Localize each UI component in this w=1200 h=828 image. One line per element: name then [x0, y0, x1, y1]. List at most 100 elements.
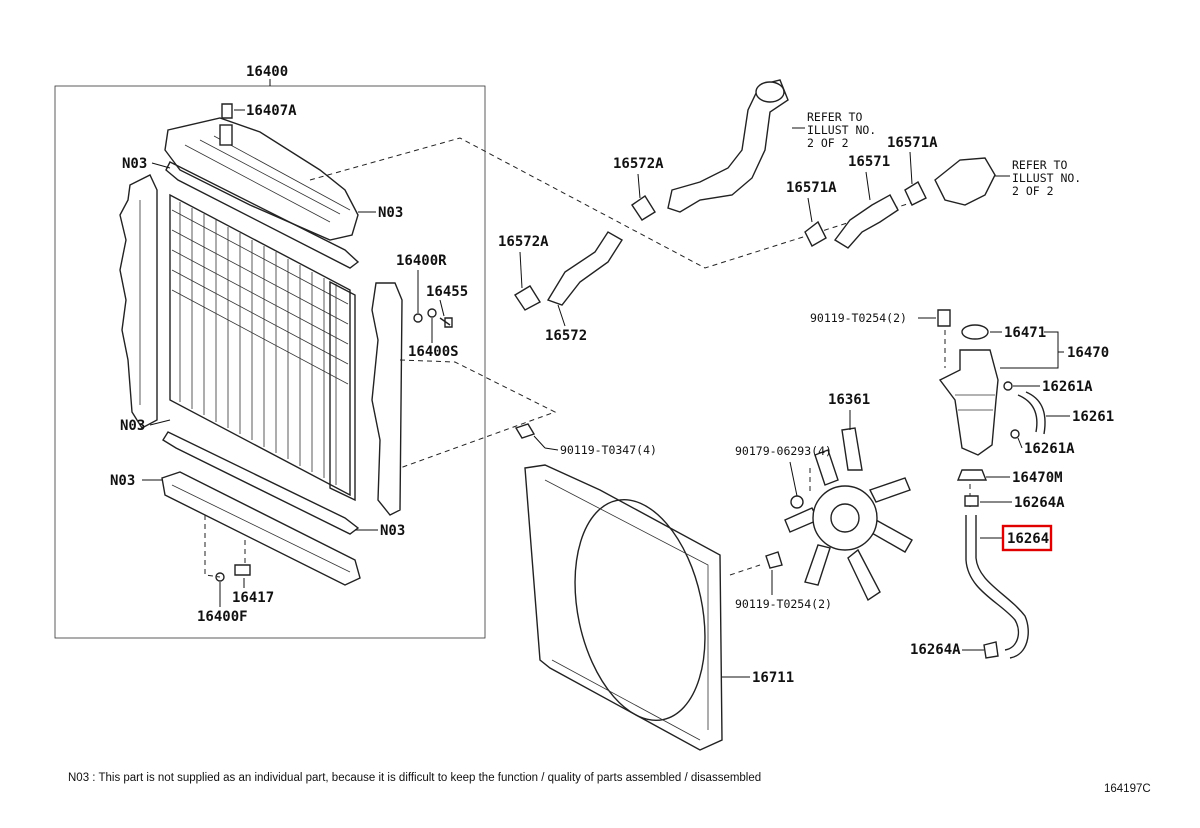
fan-shroud-group: 16711 90119-T0347(4) 90119-T0254(2) [514, 423, 832, 751]
clamp-16571a-upper [904, 181, 927, 206]
grommet-16470m [956, 469, 988, 481]
lower-seal [162, 431, 360, 535]
clamp-16264a-top [964, 495, 979, 507]
label-16572a-upper[interactable]: 16572A [613, 156, 664, 172]
water-outlet-pipe [667, 79, 789, 213]
refer1-line3[interactable]: 2 OF 2 [807, 136, 849, 150]
radiator-assembly-label[interactable]: 16400 [246, 64, 288, 80]
label-16470m[interactable]: 16470M [1012, 470, 1063, 486]
footnote: N03 : This part is not supplied as an in… [68, 772, 761, 784]
n03-label-d[interactable]: N03 [110, 473, 135, 489]
fan-shroud [524, 464, 723, 751]
bolt-16455 [439, 317, 453, 328]
label-16264[interactable]: 16264 [1007, 531, 1049, 547]
leader-16455 [439, 299, 445, 317]
label-16471[interactable]: 16471 [1004, 325, 1046, 341]
refer2-line3[interactable]: 2 OF 2 [1012, 184, 1054, 198]
core-side-plate [329, 280, 356, 502]
refer2-line1[interactable]: REFER TO [1012, 158, 1067, 172]
leader-16572 [557, 304, 566, 327]
label-16470[interactable]: 16470 [1067, 345, 1109, 361]
label-90119-t0254-lower[interactable]: 90119-T0254(2) [735, 597, 832, 611]
label-16261a-bottom[interactable]: 16261A [1024, 441, 1075, 457]
shroud-inner-edge [544, 479, 709, 741]
leader-t0347b [544, 447, 559, 451]
drain-dash [204, 515, 246, 578]
plug-16407a [221, 103, 233, 119]
refer1-line1[interactable]: REFER TO [807, 110, 862, 124]
highlight-box-16264 [1001, 524, 1053, 552]
leader-16571a-upper [909, 151, 913, 185]
bolt-90119-t0254-lower [765, 551, 783, 569]
label-16571[interactable]: 16571 [848, 154, 890, 170]
refer1-line2[interactable]: ILLUST NO. [807, 123, 876, 137]
label-16261[interactable]: 16261 [1072, 409, 1114, 425]
core-fins [171, 202, 349, 485]
shroud-opening [574, 498, 706, 722]
leader-06293 [789, 461, 798, 497]
filler-neck [219, 124, 233, 146]
clamp-16261a-top [1003, 381, 1013, 391]
leader-16572a-upper [637, 173, 641, 199]
fan-16361 [784, 427, 913, 602]
dash-lower-bolt [729, 564, 761, 576]
plug-label[interactable]: 16407A [246, 103, 297, 119]
radiator-core [169, 193, 351, 497]
upper-tank-ribs [184, 135, 351, 223]
outlet-flange [755, 81, 785, 103]
leader-16571 [865, 171, 871, 201]
label-16400f[interactable]: 16400F [197, 609, 248, 625]
label-16417[interactable]: 16417 [232, 590, 274, 606]
leader-16470 [1000, 331, 1064, 369]
label-16571a-lower[interactable]: 16571A [786, 180, 837, 196]
leader-t0347 [533, 435, 546, 449]
label-90179-06293[interactable]: 90179-06293(4) [735, 444, 832, 458]
n03-label-c[interactable]: N03 [120, 418, 145, 434]
leader-16572a-lower [519, 251, 523, 289]
nut-90179-06293 [790, 495, 804, 509]
label-16455[interactable]: 16455 [426, 284, 468, 300]
label-90119-t0347[interactable]: 90119-T0347(4) [560, 443, 657, 457]
label-16572[interactable]: 16572 [545, 328, 587, 344]
label-16400r[interactable]: 16400R [396, 253, 447, 269]
reserve-tank-group: 90119-T0254(2) 16471 16470 16261A 16261 … [810, 309, 1114, 659]
reserve-tank-16470 [938, 349, 999, 456]
n03-label-e[interactable]: N03 [380, 523, 405, 539]
dash-shroud-bolt [399, 359, 557, 469]
n03-leader-a [151, 162, 171, 169]
left-side-support [119, 174, 158, 429]
label-16711[interactable]: 16711 [752, 670, 794, 686]
upper-hoses-group: REFER TO ILLUST NO. 2 OF 2 16571 16571A … [498, 79, 1081, 344]
upper-seal [165, 161, 360, 269]
hose-16261 [1017, 391, 1046, 435]
refer2-line2[interactable]: ILLUST NO. [1012, 171, 1081, 185]
label-16361[interactable]: 16361 [828, 392, 870, 408]
label-16572a-lower[interactable]: 16572A [498, 234, 549, 250]
label-16264a-top[interactable]: 16264A [1014, 495, 1065, 511]
clamp-16571a-lower [804, 220, 827, 247]
bolt-90119-t0347 [514, 423, 536, 439]
clamp-16572a-lower [514, 285, 541, 311]
bolt-90119-t0254-top [937, 309, 951, 327]
hose-16572 [546, 231, 623, 306]
n03-label-b[interactable]: N03 [378, 205, 403, 221]
washer-16400s [427, 308, 437, 318]
radiator-assembly-group: 16400 16407A [54, 64, 486, 639]
hose-16264 [965, 515, 1029, 659]
label-16571a-upper[interactable]: 16571A [887, 135, 938, 151]
n03-label-a[interactable]: N03 [122, 156, 147, 172]
leader-16571a-lower [807, 197, 813, 223]
label-16264a-bottom[interactable]: 16264A [910, 642, 961, 658]
label-16400s[interactable]: 16400S [408, 344, 459, 360]
right-side-support [371, 282, 403, 516]
label-16261a-top[interactable]: 16261A [1042, 379, 1093, 395]
clamp-16261a-bottom [1010, 429, 1020, 439]
fan-group: 16361 90179-06293(4) [735, 392, 913, 602]
diagram-code: 164197C [1104, 783, 1151, 795]
reserve-tank-detail [955, 394, 995, 411]
thermostat-housing [934, 157, 996, 206]
label-90119-t0254-top[interactable]: 90119-T0254(2) [810, 311, 907, 325]
hose-16571 [833, 194, 899, 249]
clamp-16264a-bottom [983, 641, 999, 659]
